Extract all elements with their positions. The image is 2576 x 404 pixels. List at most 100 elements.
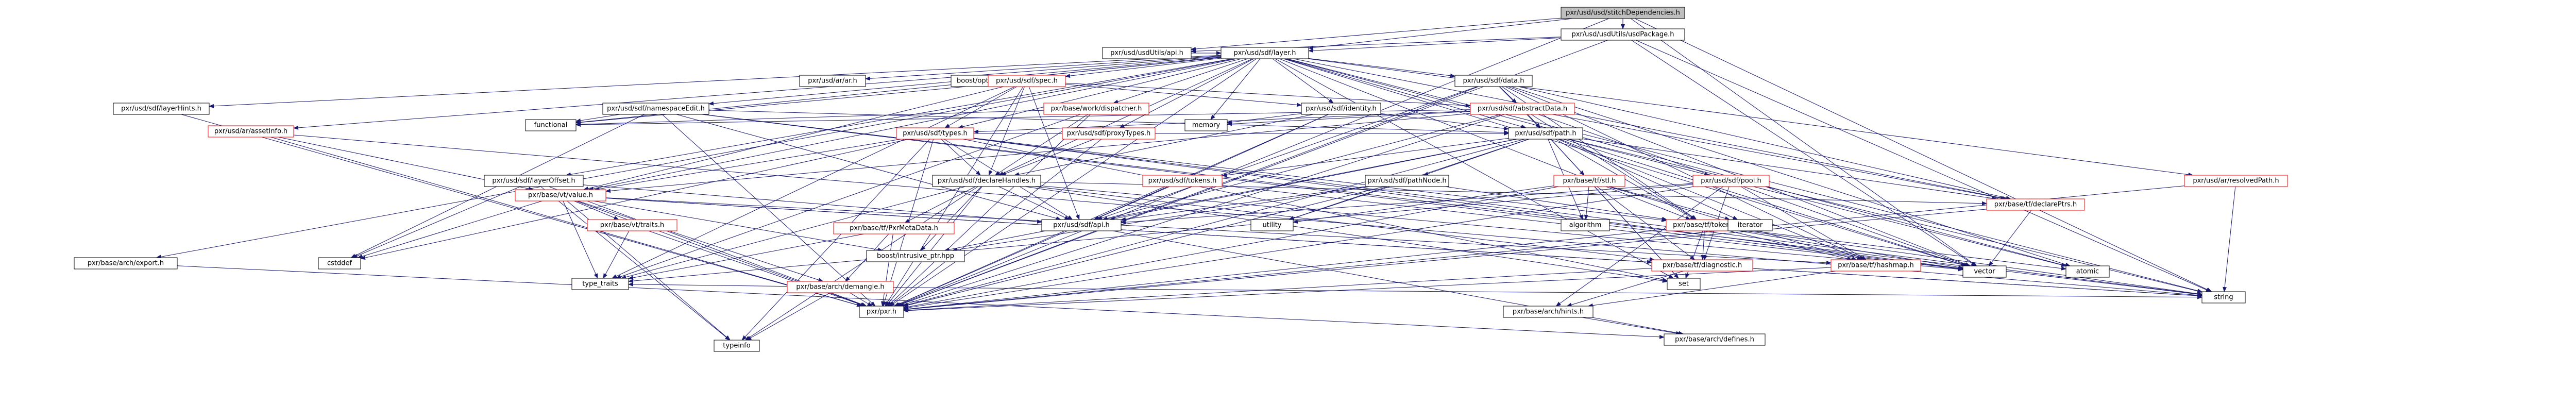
node-identity[interactable]: pxr/usd/sdf/identity.h bbox=[1301, 103, 1381, 115]
edge-layer-to-data bbox=[1308, 58, 1455, 78]
edge-identity-to-memory bbox=[1227, 113, 1302, 124]
edge-vtValue-to-cstddef bbox=[357, 200, 543, 259]
node-tfToken[interactable]: pxr/base/tf/token.h bbox=[1666, 219, 1744, 231]
node-label-workDispatcher: pxr/base/work/dispatcher.h bbox=[1051, 105, 1142, 113]
node-utility[interactable]: utility bbox=[1250, 219, 1294, 231]
node-box-string bbox=[2201, 291, 2246, 304]
node-assetInfo[interactable]: pxr/usd/ar/assetInfo.h bbox=[208, 125, 294, 138]
node-box-data bbox=[1454, 75, 1533, 87]
node-label-archHints: pxr/base/arch/hints.h bbox=[1513, 308, 1584, 316]
edge-identity-to-pxr bbox=[893, 114, 1329, 307]
node-layerOffset[interactable]: pxr/usd/sdf/layerOffset.h bbox=[484, 175, 584, 187]
node-iterator[interactable]: iterator bbox=[1727, 219, 1773, 231]
node-label-algorithm: algorithm bbox=[1569, 222, 1602, 229]
edge-path-to-hashmap bbox=[1560, 139, 1862, 260]
edge-demangle-to-string bbox=[893, 287, 2202, 299]
edge-spec-to-types bbox=[944, 86, 1018, 128]
node-label-pool: pxr/usd/sdf/pool.h bbox=[1701, 177, 1761, 185]
node-label-types: pxr/usd/sdf/types.h bbox=[903, 130, 967, 138]
node-pathNode[interactable]: pxr/usd/sdf/pathNode.h bbox=[1365, 175, 1449, 187]
node-pool[interactable]: pxr/usd/sdf/pool.h bbox=[1692, 175, 1770, 187]
node-typeTraits[interactable]: type_traits bbox=[571, 278, 629, 290]
edge-tfStl-to-diagnostic bbox=[1597, 186, 1696, 260]
edge-proxyTypes-to-pxr bbox=[888, 139, 1102, 307]
node-demangle[interactable]: pxr/base/arch/demangle.h bbox=[787, 281, 894, 293]
node-types[interactable]: pxr/usd/sdf/types.h bbox=[896, 127, 974, 140]
node-memory[interactable]: memory bbox=[1184, 119, 1228, 131]
node-layer[interactable]: pxr/usd/sdf/layer.h bbox=[1221, 47, 1309, 59]
edge-pool-to-typeTraits bbox=[628, 184, 1693, 283]
node-tfStl[interactable]: pxr/base/tf/stl.h bbox=[1553, 175, 1625, 187]
node-box-root bbox=[1561, 7, 1685, 19]
node-sdfApi[interactable]: pxr/usd/sdf/api.h bbox=[1041, 219, 1122, 231]
node-label-namespaceEdit: pxr/usd/sdf/namespaceEdit.h bbox=[607, 105, 705, 113]
node-typeinfo[interactable]: typeinfo bbox=[714, 340, 760, 352]
edge-demangle-to-typeinfo bbox=[746, 292, 831, 341]
node-vtValue[interactable]: pxr/base/vt/value.h bbox=[515, 189, 606, 201]
node-root[interactable]: pxr/usd/usd/stitchDependencies.h bbox=[1561, 7, 1685, 19]
node-arExport[interactable]: pxr/base/arch/export.h bbox=[74, 257, 178, 270]
node-box-memory bbox=[1184, 119, 1228, 131]
node-box-abstractData bbox=[1470, 103, 1575, 115]
node-abstractData[interactable]: pxr/usd/sdf/abstractData.h bbox=[1470, 103, 1575, 115]
node-pxrPreprocessor[interactable]: pxr/base/tf/PxrMetaData.h bbox=[833, 222, 955, 234]
node-declare[interactable]: pxr/usd/ar/ar.h bbox=[799, 75, 866, 87]
node-layerHints[interactable]: pxr/usd/sdf/layerHints.h bbox=[113, 103, 210, 115]
edge-path-to-pxr bbox=[902, 139, 1525, 307]
node-tokens[interactable]: pxr/usd/sdf/tokens.h bbox=[1142, 175, 1223, 187]
edge-vtValue-to-typeTraits bbox=[563, 200, 598, 279]
node-algorithm[interactable]: algorithm bbox=[1561, 219, 1610, 231]
edge-pathNode-to-utility bbox=[1289, 186, 1390, 220]
node-box-resolvedPath bbox=[2184, 175, 2288, 187]
node-pxr[interactable]: pxr/pxr.h bbox=[859, 306, 904, 318]
edge-types-to-tfToken bbox=[973, 138, 1667, 222]
edge-path-to-tokens bbox=[1222, 138, 1509, 177]
node-vtTraits[interactable]: pxr/base/vt/traits.h bbox=[587, 219, 677, 231]
edge-vtValue-to-boostIntrusive bbox=[594, 200, 883, 252]
edge-pathNode-to-sdfApi bbox=[1121, 186, 1366, 222]
node-declareHandles[interactable]: pxr/usd/sdf/declareHandles.h bbox=[932, 175, 1041, 187]
node-archHints[interactable]: pxr/base/arch/hints.h bbox=[1503, 306, 1594, 318]
node-box-archDefines bbox=[1664, 333, 1766, 346]
node-label-abstractData: pxr/usd/sdf/abstractData.h bbox=[1478, 105, 1567, 113]
edge-usdUtils_api-to-layer bbox=[1308, 37, 1562, 53]
edge-layer-to-types bbox=[958, 58, 1242, 129]
node-label-resolvedPath: pxr/usd/ar/resolvedPath.h bbox=[2193, 177, 2279, 185]
node-box-archHints bbox=[1503, 306, 1594, 318]
edge-data-to-abstractData bbox=[1499, 86, 1517, 104]
edge-tfToken-to-atomic bbox=[1743, 229, 2066, 271]
node-path[interactable]: pxr/usd/sdf/path.h bbox=[1508, 127, 1583, 140]
edge-demangle-to-typeTraits bbox=[628, 282, 788, 287]
node-string[interactable]: string bbox=[2201, 291, 2246, 304]
node-box-set bbox=[1667, 278, 1701, 290]
node-archDefines[interactable]: pxr/base/arch/defines.h bbox=[1664, 333, 1766, 346]
node-data[interactable]: pxr/usd/sdf/data.h bbox=[1454, 75, 1533, 87]
edge-types-to-vector bbox=[973, 138, 1963, 271]
node-label-boostIntrusive: boost/intrusive_ptr.hpp bbox=[877, 252, 954, 260]
node-spec[interactable]: pxr/usd/sdf/spec.h bbox=[988, 75, 1066, 87]
node-box-usdUtils_api bbox=[1561, 28, 1685, 41]
edge-data-to-hashmap bbox=[1505, 86, 1865, 260]
node-atomic[interactable]: atomic bbox=[2065, 265, 2110, 278]
node-namespaceEdit[interactable]: pxr/usd/sdf/namespaceEdit.h bbox=[602, 103, 709, 115]
edge-tfStl-to-utility bbox=[1293, 186, 1554, 224]
node-cstddef[interactable]: cstddef bbox=[318, 257, 361, 270]
node-box-pxr bbox=[859, 306, 904, 318]
node-vector[interactable]: vector bbox=[1962, 265, 2007, 278]
node-boostIntrusive[interactable]: boost/intrusive_ptr.hpp bbox=[866, 250, 965, 262]
node-functional[interactable]: functional bbox=[525, 119, 577, 131]
node-workDispatcher[interactable]: pxr/base/work/dispatcher.h bbox=[1043, 103, 1149, 115]
node-proxyTypes[interactable]: pxr/usd/sdf/proxyTypes.h bbox=[1062, 127, 1156, 140]
edge-demangle-to-pxr bbox=[850, 292, 873, 307]
edge-types-to-string bbox=[973, 138, 2202, 296]
node-set[interactable]: set bbox=[1667, 278, 1701, 290]
edge-tfToken-to-hashmap bbox=[1728, 230, 1853, 261]
node-diagnostic[interactable]: pxr/base/tf/diagnostic.h bbox=[1651, 259, 1753, 272]
node-resolvedPath[interactable]: pxr/usd/ar/resolvedPath.h bbox=[2184, 175, 2288, 187]
node-usdUtils_api[interactable]: pxr/usd/usdUtils/usdPackage.h bbox=[1561, 28, 1685, 41]
node-usd_clipsApi[interactable]: pxr/usd/usdUtils/api.h bbox=[1102, 47, 1192, 59]
node-hashmap[interactable]: pxr/base/tf/hashmap.h bbox=[1831, 259, 1921, 272]
edge-spec-to-sdfApi bbox=[1028, 86, 1080, 220]
edge-usdUtils_api-to-vector bbox=[1631, 40, 1977, 266]
node-declarePtrs[interactable]: pxr/base/tf/declarePtrs.h bbox=[1986, 198, 2085, 211]
